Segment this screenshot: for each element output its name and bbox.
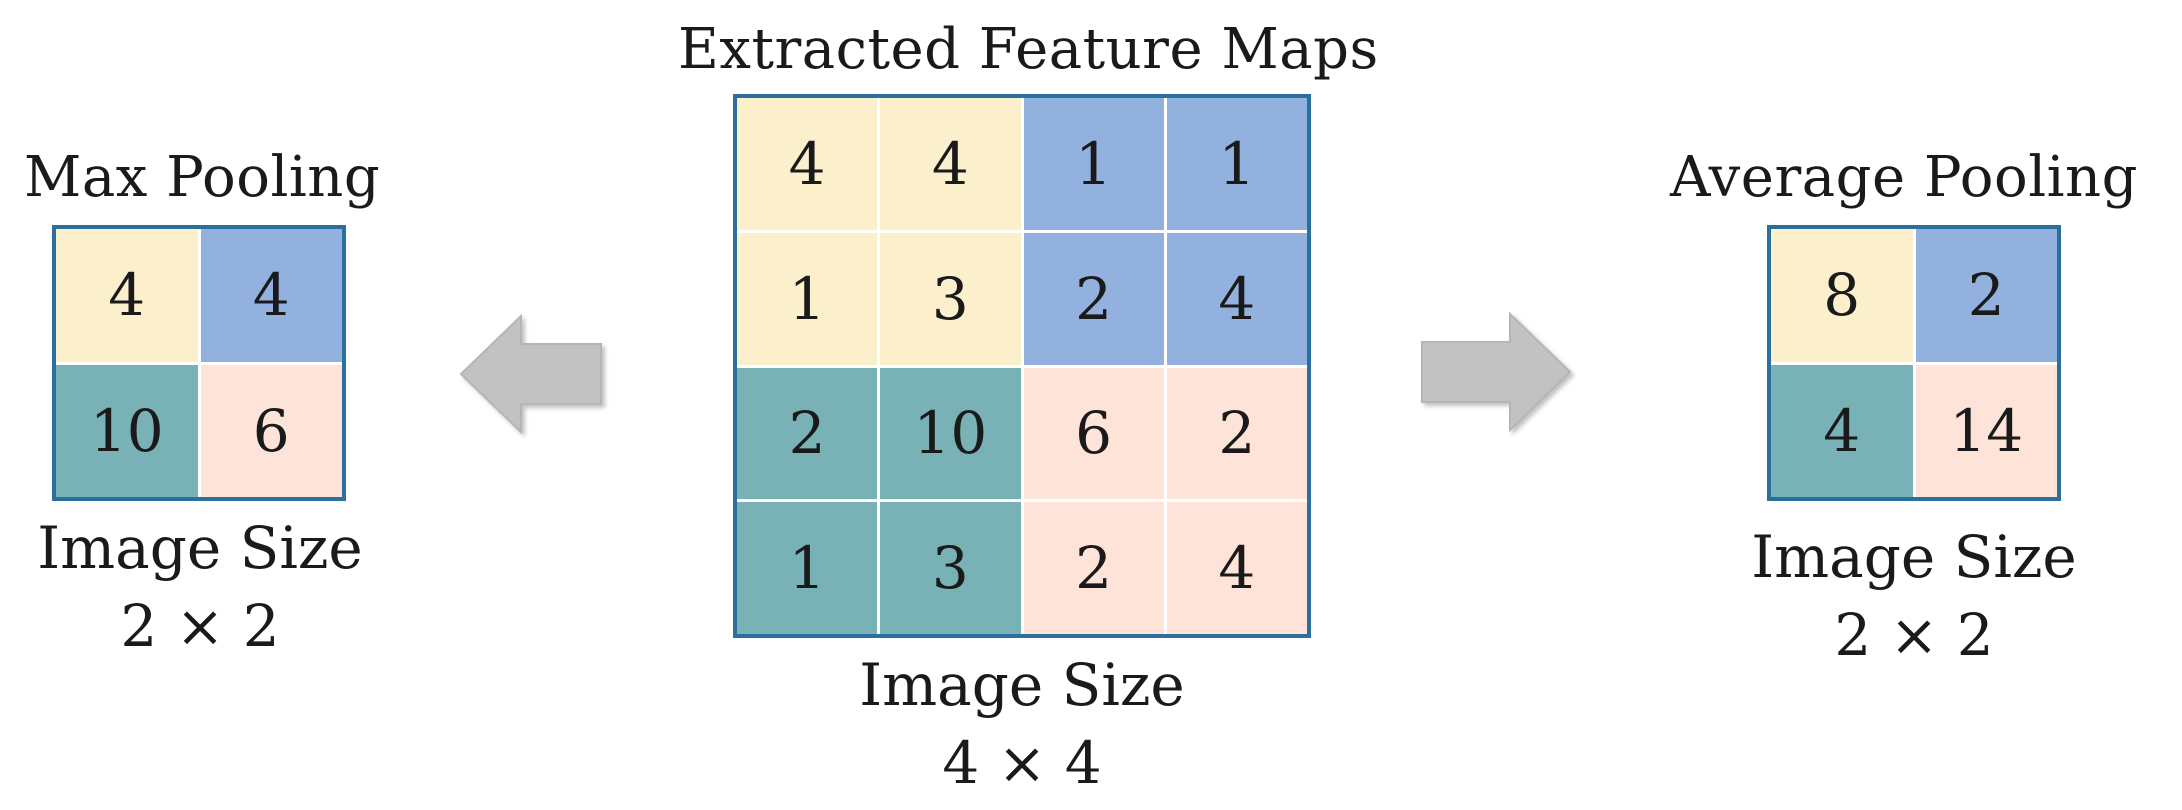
average-pooling-cell: 2 <box>1915 229 2057 362</box>
feature-map-cell: 6 <box>1023 367 1164 500</box>
feature-map-cell: 4 <box>1166 232 1307 365</box>
average-pooling-cell: 8 <box>1771 229 1913 362</box>
feature-map-cell: 1 <box>737 502 878 634</box>
feature-map-cell: 4 <box>737 98 878 230</box>
left-arrow-shape <box>459 313 602 435</box>
feature-map-cell: 10 <box>880 367 1021 500</box>
feature-map-cell: 2 <box>1023 232 1164 365</box>
average-pooling-title: Average Pooling <box>1670 145 2138 210</box>
feature-map-cell: 2 <box>737 367 878 500</box>
average-pooling-caption-label: Image Size <box>1751 523 2077 591</box>
right-arrow-icon <box>1421 311 1572 433</box>
feature-maps-caption-size: 4 × 4 <box>942 729 1102 797</box>
feature-map-cell: 1 <box>737 232 878 365</box>
max-pooling-cell: 4 <box>56 229 198 362</box>
max-pooling-caption-size: 2 × 2 <box>120 592 280 660</box>
feature-map-cell: 2 <box>1166 367 1307 500</box>
feature-maps-caption: Image Size 4 × 4 <box>852 646 1192 802</box>
left-arrow-icon <box>459 313 602 435</box>
average-pooling-cell: 4 <box>1771 364 1913 497</box>
max-pooling-cell: 10 <box>56 364 198 497</box>
feature-map-cell: 3 <box>880 502 1021 634</box>
feature-map-cell: 3 <box>880 232 1021 365</box>
feature-map-cell: 1 <box>1166 98 1307 230</box>
right-arrow-shape <box>1421 311 1572 433</box>
average-pooling-caption: Image Size 2 × 2 <box>1744 518 2084 674</box>
average-pooling-cell: 14 <box>1915 364 2057 497</box>
feature-maps-title: Extracted Feature Maps <box>678 17 1379 82</box>
average-pooling-caption-size: 2 × 2 <box>1834 601 1994 669</box>
average-pooling-grid: 8 2 4 14 <box>1767 225 2061 501</box>
max-pooling-caption: Image Size 2 × 2 <box>30 509 370 665</box>
feature-map-cell: 1 <box>1023 98 1164 230</box>
max-pooling-caption-label: Image Size <box>37 514 363 582</box>
max-pooling-cell: 4 <box>200 229 342 362</box>
max-pooling-title: Max Pooling <box>24 145 381 210</box>
feature-map-cell: 2 <box>1023 502 1164 634</box>
feature-maps-grid: 4 4 1 1 1 3 2 4 2 10 6 2 1 3 2 4 <box>733 94 1311 638</box>
max-pooling-grid: 4 4 10 6 <box>52 225 346 501</box>
feature-maps-caption-label: Image Size <box>859 651 1185 719</box>
feature-map-cell: 4 <box>1166 502 1307 634</box>
feature-map-cell: 4 <box>880 98 1021 230</box>
max-pooling-cell: 6 <box>200 364 342 497</box>
